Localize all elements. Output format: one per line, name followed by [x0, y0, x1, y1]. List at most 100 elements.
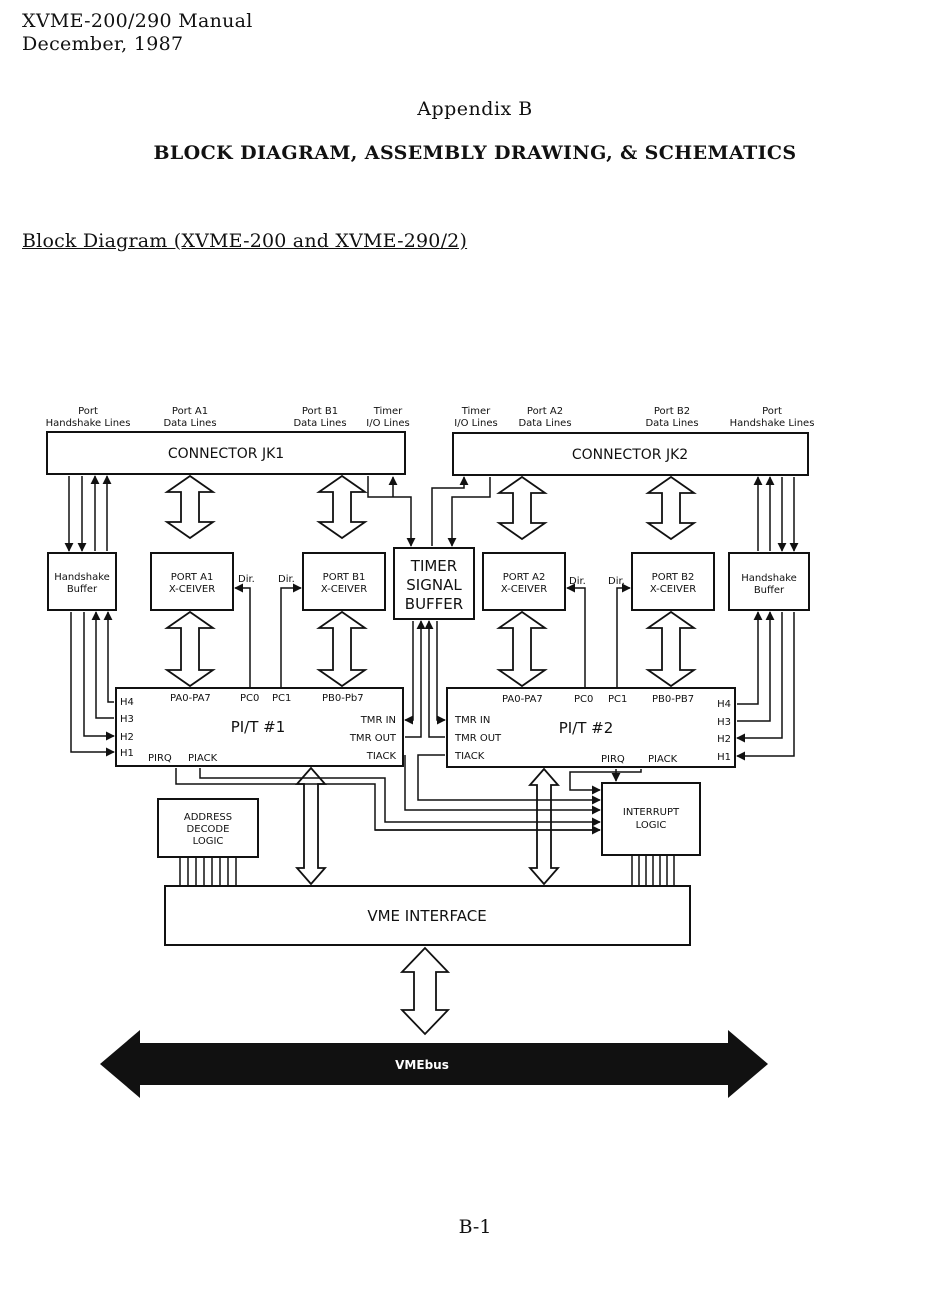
hs1-h1 — [70, 612, 115, 757]
pit2-pirq: PIRQ — [601, 754, 625, 765]
address-decode-box — [157, 798, 259, 858]
pit1-pc1: PC1 — [272, 693, 291, 704]
bus-arrow-pit1-vme — [295, 766, 327, 886]
vme-interface-box — [164, 885, 691, 946]
dir-label-b1: Dir. — [278, 574, 295, 585]
pit1-h3: H3 — [120, 714, 134, 725]
page-number: B-1 — [458, 1216, 492, 1238]
pit1-h1: H1 — [120, 748, 134, 759]
timer-signal-buffer-box — [393, 547, 475, 620]
port-a1-xceiver-box — [150, 552, 234, 611]
pit2-h3: H3 — [717, 717, 731, 728]
bus-arrow-b2 — [645, 475, 697, 541]
pirq1-to-int — [199, 768, 601, 827]
timer2-in — [447, 477, 491, 547]
section-subtitle: Block Diagram (XVME-200 and XVME-290/2) — [22, 230, 468, 252]
bus-arrow-a2 — [496, 475, 548, 541]
pit2-h1: H1 — [717, 752, 731, 763]
tmr-in-2 — [436, 621, 446, 725]
bus-arrow-a1-pit — [164, 610, 216, 688]
dir-b1 — [280, 583, 302, 688]
pit2-pc1: PC1 — [608, 694, 627, 705]
pit1-pc0: PC0 — [240, 693, 259, 704]
bus-arrow-a2-pit — [496, 610, 548, 688]
pit2-piack: PIACK — [648, 754, 678, 765]
bus-arrow-b1 — [316, 474, 368, 540]
port-a2-xceiver-box — [482, 552, 566, 611]
pit1-pa: PA0-PA7 — [170, 693, 211, 704]
hs1-h2 — [83, 612, 115, 741]
pit2-pa: PA0-PA7 — [502, 694, 543, 705]
connector-jk2-label: CONNECTOR JK2 — [572, 447, 688, 463]
connector-jk2-box — [452, 432, 809, 476]
vmebus-arrow — [100, 1030, 768, 1098]
connector-jk1-label: CONNECTOR JK1 — [168, 446, 284, 462]
pit2-name: PI/T #2 — [559, 719, 614, 737]
hs1-h4 — [103, 611, 114, 703]
pit1-name: PI/T #1 — [231, 718, 286, 736]
pit1-pirq: PIRQ — [148, 753, 172, 764]
port-b1-xceiver-box — [302, 552, 386, 611]
pit1-pb: PB0-Pb7 — [322, 693, 364, 704]
pit2-tiack: TIACK — [454, 751, 485, 762]
hs1-h3 — [91, 611, 114, 719]
pit1-h4: H4 — [120, 697, 134, 708]
connector-jk1-box — [46, 431, 406, 475]
pit2-pc0: PC0 — [574, 694, 593, 705]
pit2-tmr-in: TMR IN — [454, 715, 490, 726]
manual-title: XVME-200/290 Manual — [22, 10, 253, 32]
hs2-h2 — [736, 612, 783, 743]
bus-arrow-vme-vmebus — [399, 946, 451, 1036]
pit1-tmr-out: TMR OUT — [349, 733, 397, 744]
tmr-in-1 — [404, 621, 414, 725]
port-b2-xceiver-box — [631, 552, 715, 611]
dir-a1 — [234, 583, 251, 688]
vme-interface-label: VME INTERFACE — [367, 907, 486, 925]
tmr-out-1 — [405, 620, 426, 738]
dir-label-b2: Dir. — [608, 576, 625, 587]
pit1-tmr-in: TMR IN — [360, 715, 396, 726]
hs2-h4 — [737, 611, 763, 705]
bus-arrow-pit2-vme — [528, 767, 560, 886]
pit1-tiack: TIACK — [366, 751, 397, 762]
dir-label-a2: Dir. — [569, 576, 586, 587]
bus-arrow-a1 — [164, 474, 216, 540]
handshake-buffer-2-box — [728, 552, 810, 611]
interrupt-logic-box — [601, 782, 701, 856]
page-title: BLOCK DIAGRAM, ASSEMBLY DRAWING, & SCHEM… — [153, 142, 797, 164]
pit1-h2: H2 — [120, 732, 134, 743]
vmebus-label: VMEbus — [395, 1058, 449, 1072]
pit2-box — [446, 687, 736, 768]
dir-a2 — [566, 583, 586, 688]
hs2-h3 — [737, 611, 775, 722]
appendix-heading: Appendix B — [417, 98, 533, 120]
dir-label-a1: Dir. — [238, 574, 255, 585]
hs2-h1 — [736, 612, 795, 761]
bus-arrow-b1-pit — [316, 610, 368, 688]
interrupt-logic-pins — [631, 855, 675, 886]
pit2-h4: H4 — [717, 699, 731, 710]
handshake-buffer-1-box — [47, 552, 117, 611]
pit2-h2: H2 — [717, 734, 731, 745]
pit2-tmr-out: TMR OUT — [454, 733, 502, 744]
pit1-piack: PIACK — [188, 753, 218, 764]
tiack2-to-int — [417, 754, 601, 805]
pit1-box — [115, 687, 404, 767]
pit2-pb: PB0-PB7 — [652, 694, 694, 705]
